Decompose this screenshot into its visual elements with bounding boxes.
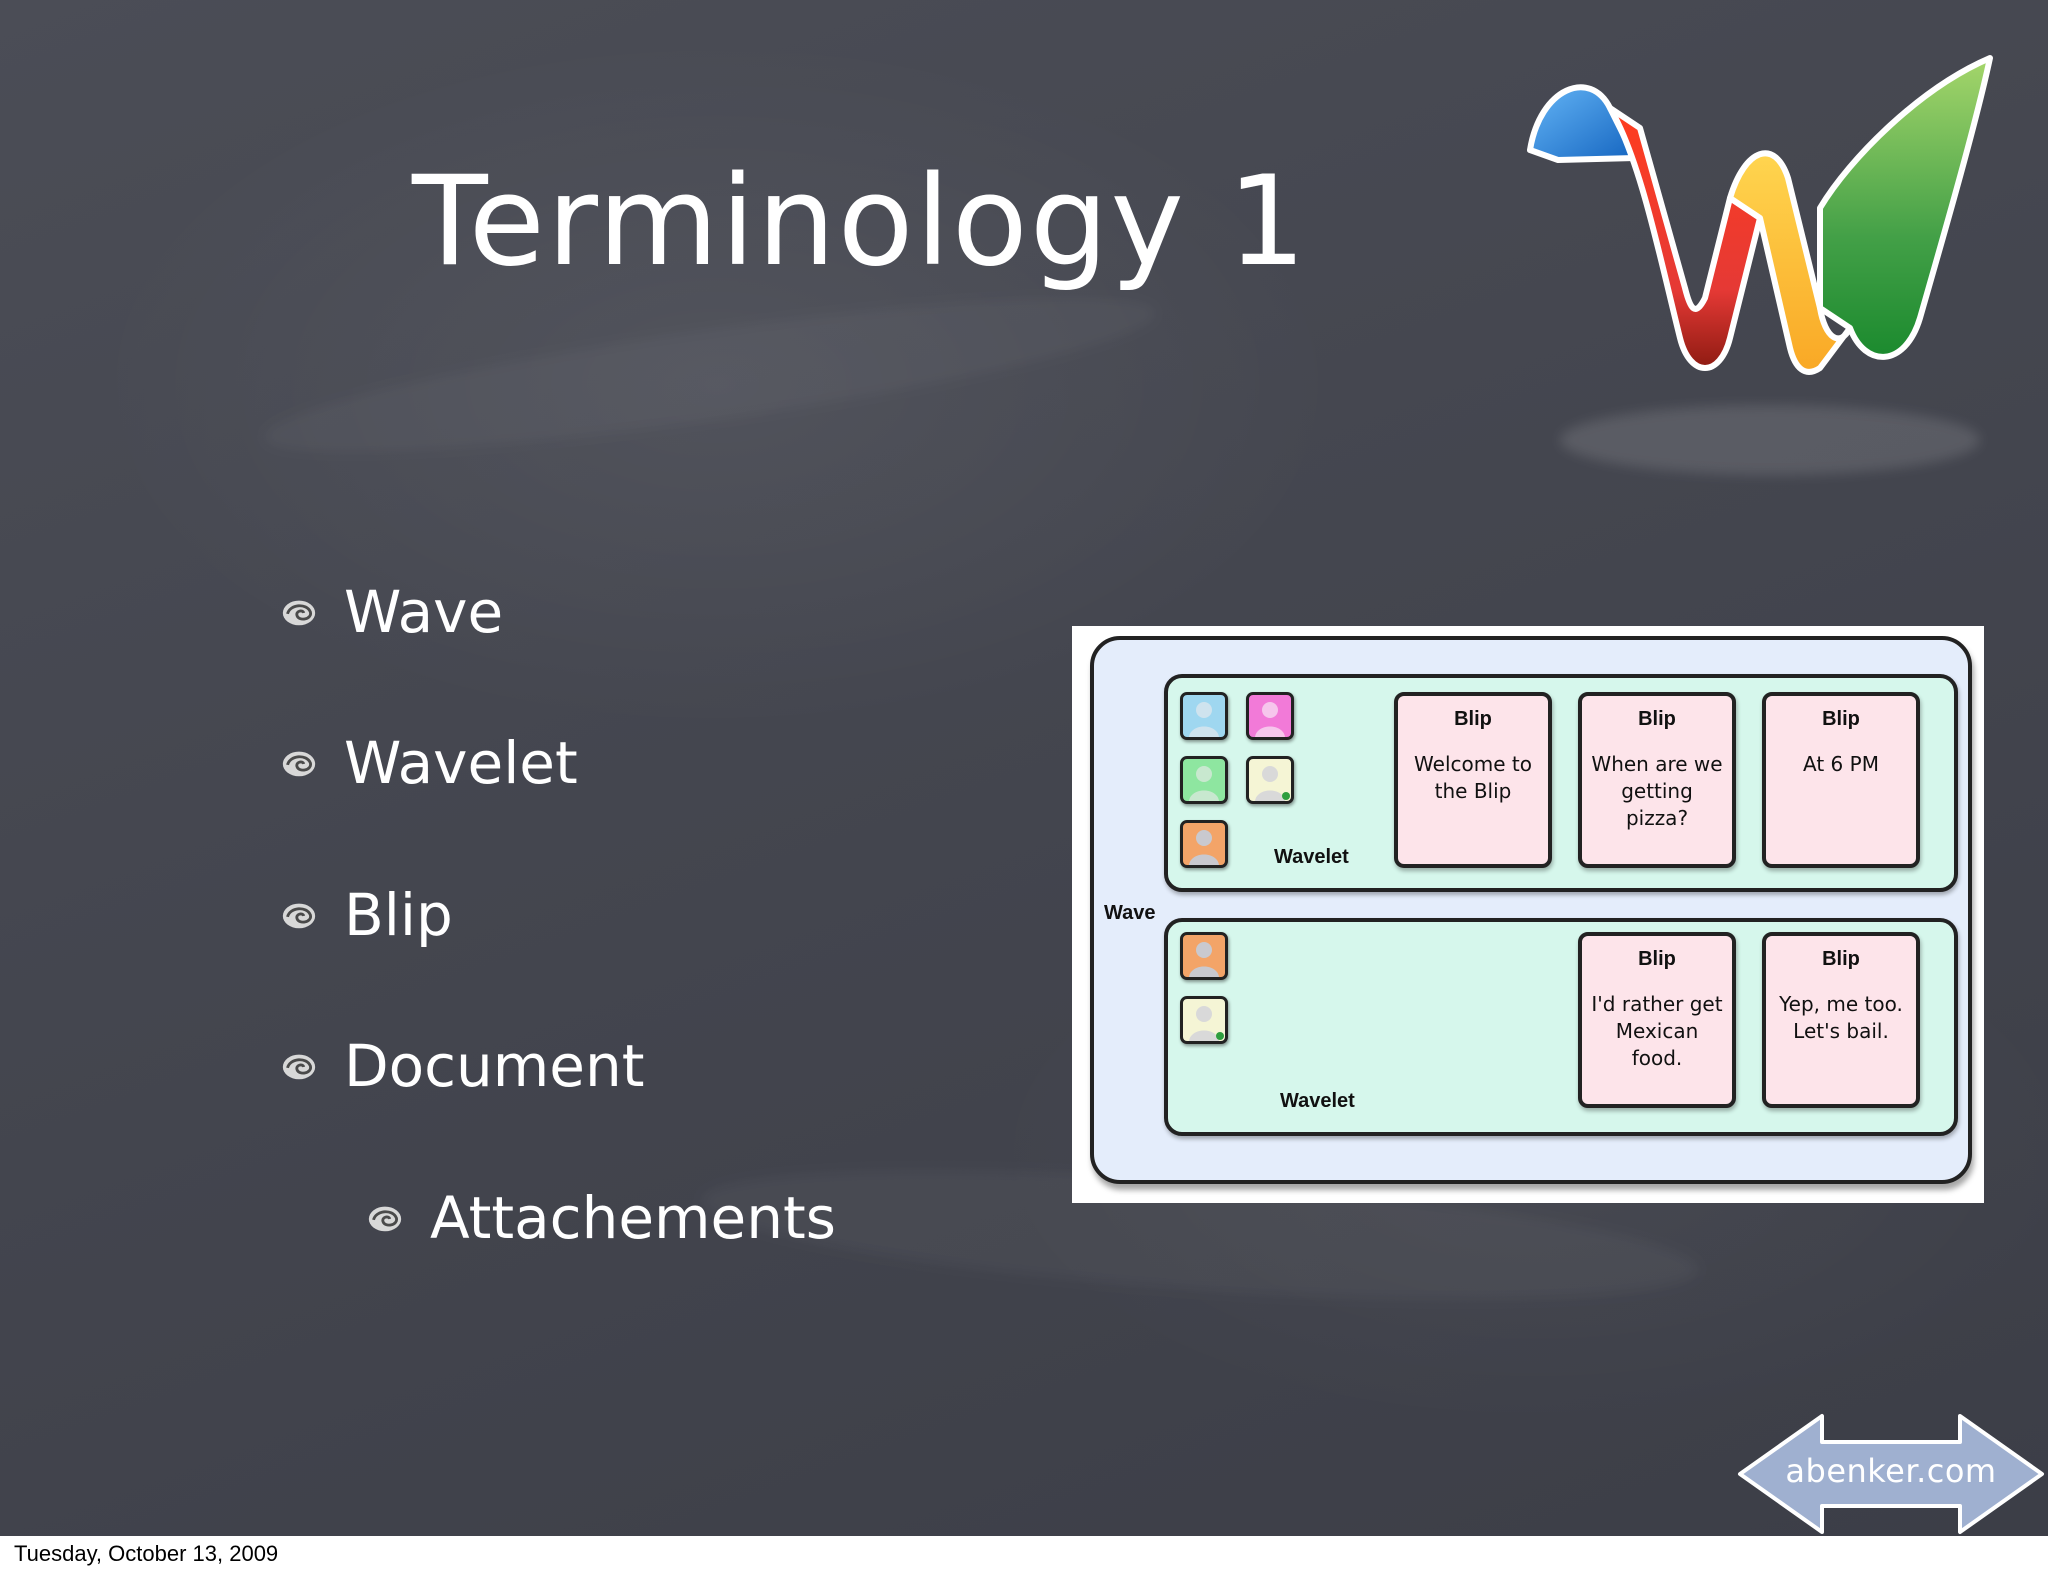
blip-title: Blip xyxy=(1822,948,1860,970)
blip-text: Welcome to the Blip xyxy=(1398,751,1548,805)
bullet-item: Document xyxy=(280,1032,644,1100)
slide: Terminology 1 Wave Wavelet xyxy=(0,0,2048,1536)
blip-title: Blip xyxy=(1454,708,1492,730)
blip-text: Yep, me too. Let's bail. xyxy=(1766,991,1916,1045)
wave-label: Wave xyxy=(1104,902,1156,924)
bullet-item: Blip xyxy=(280,881,453,949)
blip-text-line: When are we xyxy=(1591,752,1723,776)
bullet-label: Wavelet xyxy=(344,729,578,797)
site-link[interactable]: abenker.com xyxy=(1785,1452,1997,1490)
participant-avatar-icon xyxy=(1180,820,1228,868)
blip-text-line: Let's bail. xyxy=(1793,1019,1889,1043)
blip-text-line: getting pizza? xyxy=(1621,779,1693,830)
wave-container: Wave Wavelet xyxy=(1090,636,1972,1184)
bullet-swirl-icon xyxy=(368,1206,402,1232)
participant-avatar-icon xyxy=(1180,932,1228,980)
wavelet-top: Wavelet Blip Welcome to the Blip Blip Wh… xyxy=(1164,674,1958,892)
bullet-swirl-icon xyxy=(282,600,316,626)
blip-text: When are we getting pizza? xyxy=(1582,751,1732,832)
blip-text-line: Welcome to xyxy=(1414,752,1532,776)
blip-text-line: the Blip xyxy=(1434,779,1512,803)
blip-title: Blip xyxy=(1822,708,1860,730)
bullet-item-sub: Attachements xyxy=(366,1184,836,1252)
blip-card: Blip I'd rather get Mexican food. xyxy=(1578,932,1736,1108)
bullet-swirl-icon xyxy=(282,1054,316,1080)
participant-avatar-icon xyxy=(1246,692,1294,740)
blip-card: Blip Welcome to the Blip xyxy=(1394,692,1552,868)
bullet-swirl-icon xyxy=(282,903,316,929)
blip-text-line: Yep, me too. xyxy=(1779,992,1903,1016)
bullet-label: Document xyxy=(344,1032,645,1100)
blip-text: At 6 PM xyxy=(1766,751,1916,778)
blip-text-line: Mexican food. xyxy=(1615,1019,1699,1070)
bullet-label: Attachements xyxy=(430,1184,836,1252)
participant-avatar-icon xyxy=(1180,756,1228,804)
blip-text-line: I'd rather get xyxy=(1591,992,1723,1016)
blip-text: I'd rather get Mexican food. xyxy=(1582,991,1732,1072)
bullet-label: Wave xyxy=(344,578,504,646)
blip-card: Blip At 6 PM xyxy=(1762,692,1920,868)
wave-diagram: Wave Wavelet xyxy=(1072,626,1984,1203)
chalk-smudge xyxy=(258,268,1162,482)
participant-avatar-icon xyxy=(1180,996,1228,1044)
footer-date: Tuesday, October 13, 2009 xyxy=(14,1541,279,1566)
slide-title: Terminology 1 xyxy=(412,150,1309,294)
participant-avatar-icon xyxy=(1246,756,1294,804)
blip-card: Blip When are we getting pizza? xyxy=(1578,692,1736,868)
blip-text-line: At 6 PM xyxy=(1803,752,1879,776)
bullet-item: Wavelet xyxy=(280,729,578,797)
wavelet-bottom: Wavelet Blip I'd rather get Mexican food… xyxy=(1164,918,1958,1136)
blip-title: Blip xyxy=(1638,708,1676,730)
participant-avatar-icon xyxy=(1180,692,1228,740)
bullet-label: Blip xyxy=(344,881,453,949)
blip-title: Blip xyxy=(1638,948,1676,970)
wavelet-label: Wavelet xyxy=(1274,846,1349,868)
logo-reflection xyxy=(1560,405,1980,475)
bullet-item: Wave xyxy=(280,578,503,646)
blip-card: Blip Yep, me too. Let's bail. xyxy=(1762,932,1920,1108)
bullet-swirl-icon xyxy=(282,751,316,777)
wavelet-label: Wavelet xyxy=(1280,1090,1355,1112)
google-wave-logo-icon xyxy=(1527,55,1993,375)
double-arrow-icon[interactable] xyxy=(1736,1412,2046,1536)
